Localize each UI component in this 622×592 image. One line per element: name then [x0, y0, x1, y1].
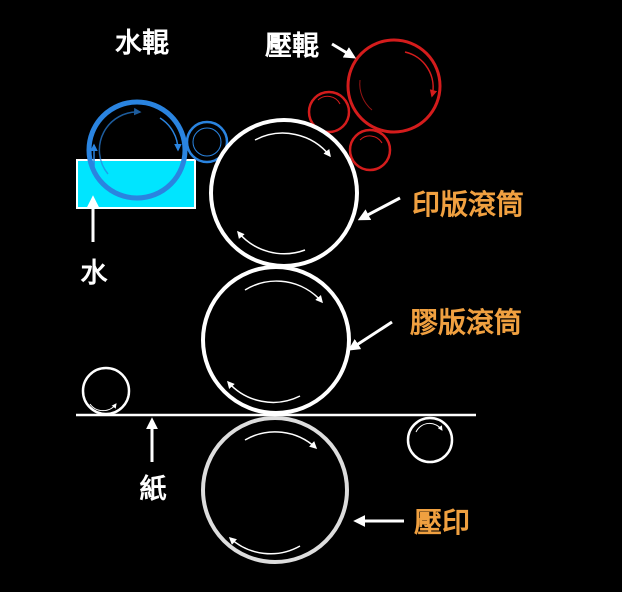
blanket-cylinder: [201, 265, 351, 415]
label-ink-roller: 壓輥: [265, 31, 319, 62]
label-water-roller: 水輥: [115, 28, 169, 59]
ink-roller-left: [307, 90, 351, 134]
water-transfer-roller: [185, 120, 229, 164]
ink-roller-main: [346, 38, 442, 134]
feed-roller-right: [406, 416, 454, 464]
label-impression: 壓印: [414, 506, 470, 539]
plate-cylinder: [209, 118, 359, 268]
impression-cylinder: [201, 416, 349, 564]
label-blanket-cylinder: 膠版滾筒: [410, 306, 522, 339]
label-paper: 紙: [140, 473, 167, 505]
water-roller: [86, 99, 188, 201]
label-plate-cylinder: 印版滾筒: [412, 188, 524, 221]
ink-roller-lower: [348, 128, 392, 172]
pointer-arrow-plate-cylinder: [357, 196, 401, 221]
pointer-arrow-ink-roller: [331, 42, 357, 59]
label-water: 水: [81, 258, 109, 289]
feed-roller-left: [81, 366, 131, 416]
pointer-arrow-blanket-cylinder: [347, 320, 393, 351]
